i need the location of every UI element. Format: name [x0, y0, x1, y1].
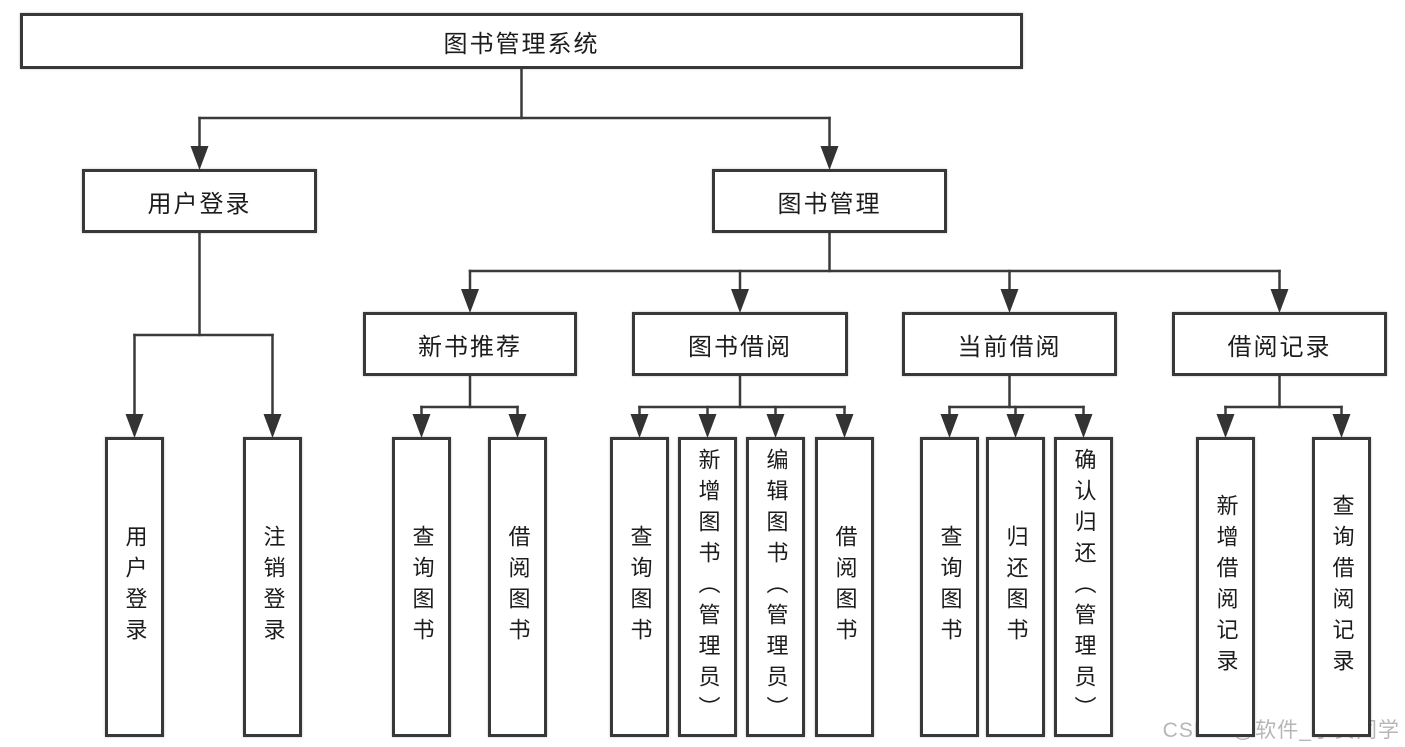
arrowhead-icon	[461, 289, 479, 313]
arrowhead-icon	[508, 414, 527, 438]
node-nb-query: 查询图书	[392, 437, 451, 737]
arrowhead-icon	[1074, 414, 1093, 438]
arrowhead-icon	[263, 414, 282, 438]
arrowhead-icon	[1006, 414, 1025, 438]
node-br-query: 查询借阅记录	[1312, 437, 1371, 737]
node-borrow-record: 借阅记录	[1172, 312, 1387, 376]
arrowhead-icon	[820, 146, 839, 170]
arrowhead-icon	[1000, 289, 1019, 313]
node-user-login: 用户登录	[82, 169, 317, 233]
node-cb-confirm: 确认归还（管理员）	[1054, 437, 1113, 737]
arrowhead-icon	[731, 289, 749, 313]
arrowhead-icon	[630, 414, 649, 438]
arrowhead-icon	[835, 414, 854, 438]
node-book-borrow: 图书借阅	[632, 312, 848, 376]
node-cb-return: 归还图书	[986, 437, 1045, 737]
node-bb-query: 查询图书	[610, 437, 669, 737]
arrowhead-icon	[1270, 289, 1289, 313]
node-new-book: 新书推荐	[363, 312, 577, 376]
node-book-mgmt: 图书管理	[712, 169, 947, 233]
node-nb-borrow: 借阅图书	[488, 437, 547, 737]
node-root: 图书管理系统	[20, 13, 1023, 69]
arrowhead-icon	[940, 414, 959, 438]
arrowhead-icon	[698, 414, 717, 438]
arrowhead-icon	[1216, 414, 1235, 438]
node-cb-query: 查询图书	[920, 437, 979, 737]
node-br-add: 新增借阅记录	[1196, 437, 1255, 737]
node-current-borrow: 当前借阅	[902, 312, 1117, 376]
arrowhead-icon	[190, 146, 209, 170]
node-bb-borrow: 借阅图书	[815, 437, 874, 737]
arrowhead-icon	[766, 414, 785, 438]
arrowhead-icon	[412, 414, 431, 438]
node-bb-add: 新增图书（管理员）	[678, 437, 737, 737]
node-leaf-login: 用户登录	[105, 437, 164, 737]
arrowhead-icon	[125, 414, 144, 438]
node-bb-edit: 编辑图书（管理员）	[746, 437, 805, 737]
node-leaf-logout: 注销登录	[243, 437, 302, 737]
arrowhead-icon	[1332, 414, 1351, 438]
